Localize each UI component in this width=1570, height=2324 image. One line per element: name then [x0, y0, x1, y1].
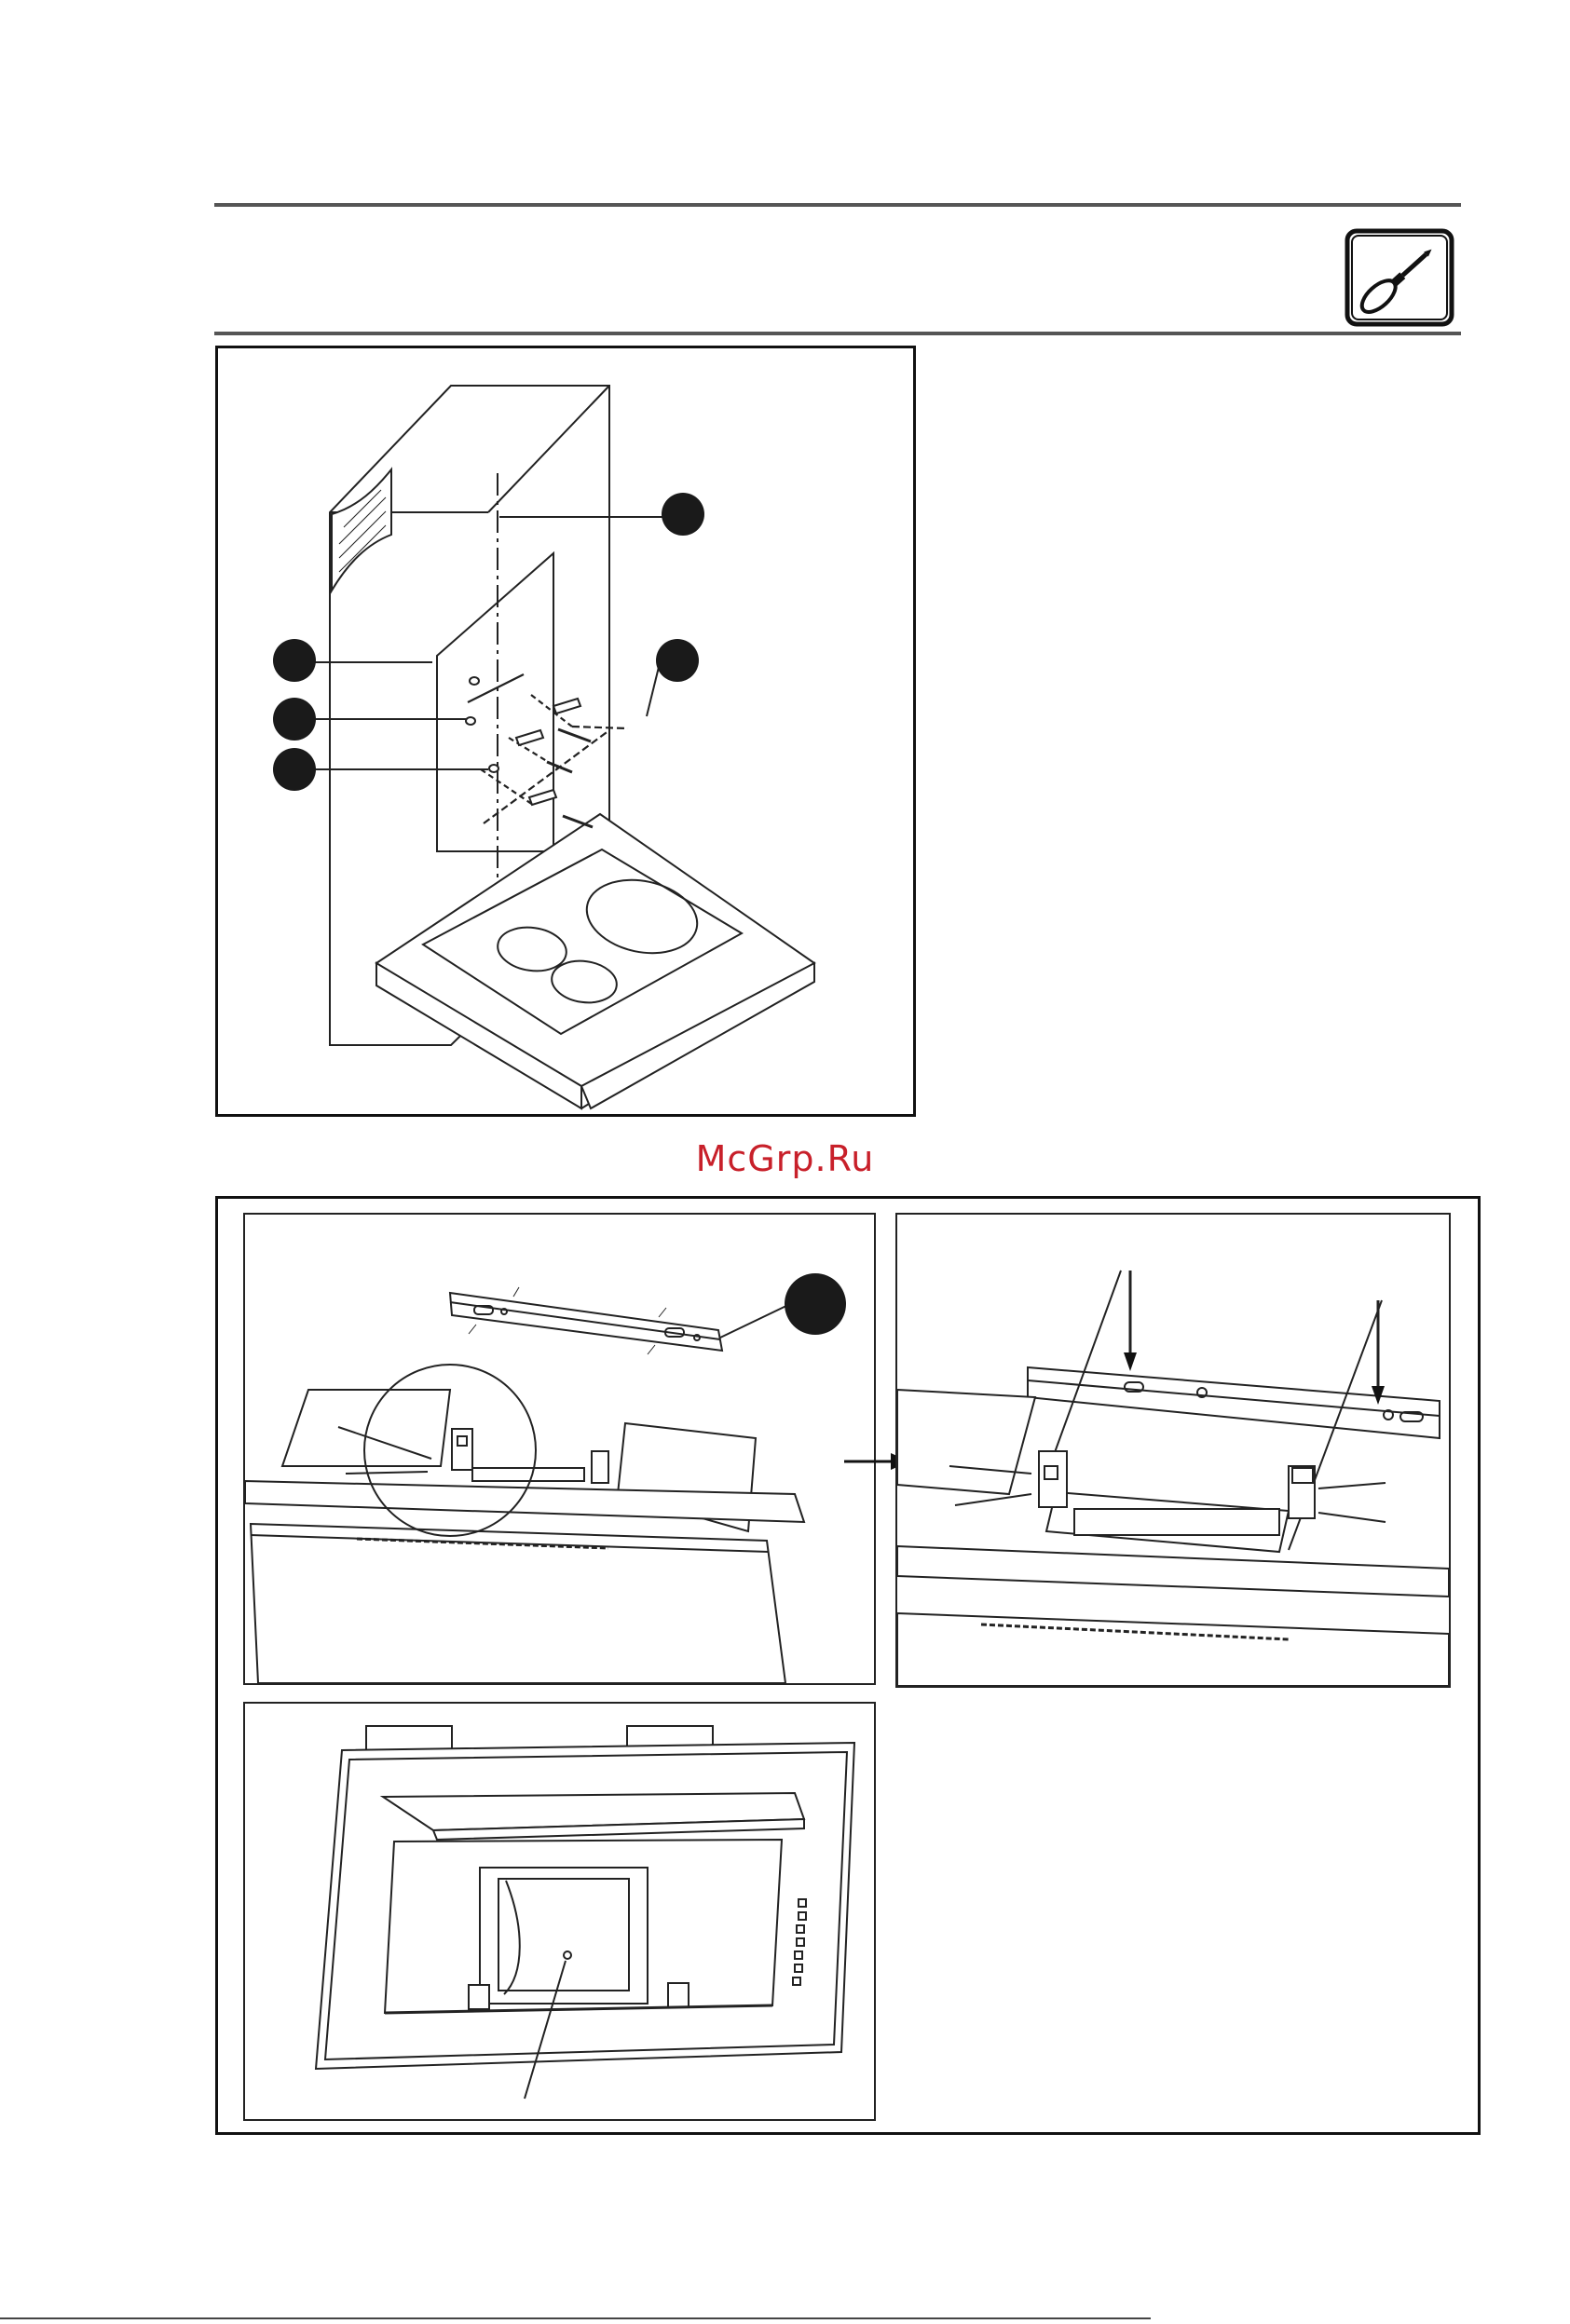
figure-hood-front: [243, 1702, 876, 2121]
header-top-rule: [214, 203, 1461, 207]
figure-bracket-installed: [895, 1213, 1451, 1688]
figure-wall-mounting: [215, 346, 916, 1117]
header-bottom-rule: [214, 332, 1461, 335]
watermark-text: McGrp.Ru: [0, 1138, 1570, 1179]
callout-dot-1: [662, 493, 704, 536]
figure-group-bracket: [215, 1196, 1481, 2135]
footer-rule: [0, 2317, 1151, 2319]
figure-bracket-detail: [243, 1213, 876, 1685]
screwdriver-icon: [1344, 227, 1455, 328]
